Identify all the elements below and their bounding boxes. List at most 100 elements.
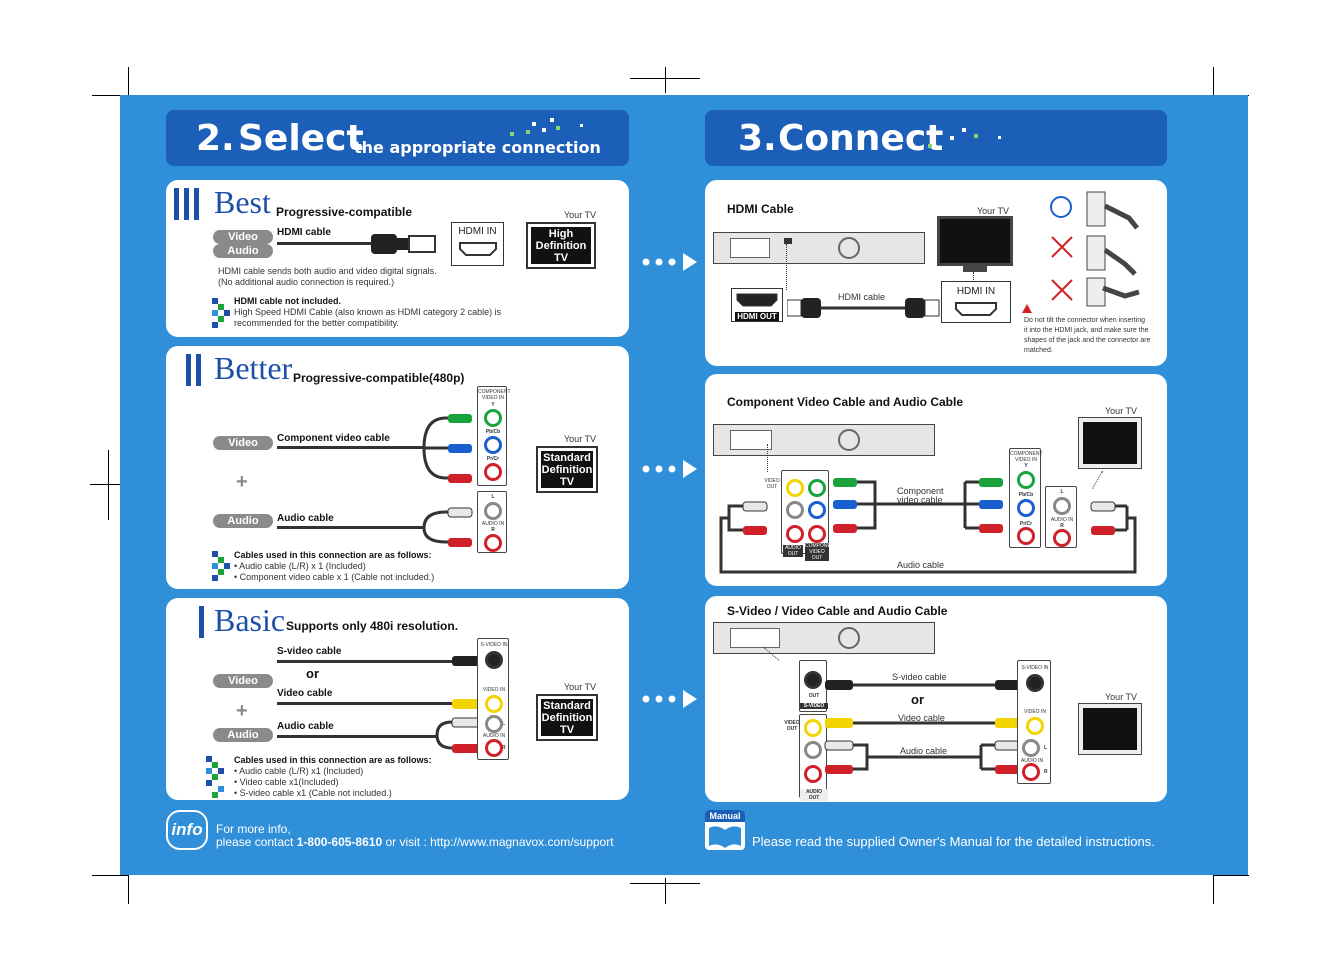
jack-label: L	[491, 494, 495, 500]
jack-label: AUDIO IN	[1050, 517, 1074, 523]
rank-bar	[186, 354, 191, 386]
player-av-panel: AUDIO OUT	[799, 714, 828, 801]
plus-sign: +	[236, 700, 248, 722]
warning-line: matched.	[1024, 347, 1053, 354]
rear-jacks	[730, 430, 772, 450]
pixel-dots-icon	[928, 128, 1001, 148]
jack-pb	[1017, 499, 1035, 517]
manual-icon-label: Manual	[705, 810, 745, 822]
cross-icon	[1051, 236, 1073, 258]
hdmi-cable-label: HDMI cable	[277, 227, 331, 238]
your-tv-label: Your TV	[1105, 406, 1138, 416]
crop-mark	[108, 450, 109, 520]
crop-mark	[630, 78, 700, 79]
crop-mark	[1213, 875, 1249, 876]
connector-diagram-icon	[1086, 191, 1140, 307]
crop-mark	[1213, 868, 1214, 904]
svideo-cables	[824, 680, 1024, 774]
video-cable-line	[277, 702, 453, 705]
warning-line: recommended for the better compatibility…	[234, 318, 399, 328]
tv-stand	[963, 266, 987, 272]
component-panel: Component Video Cable and Audio Cable Yo…	[705, 374, 1167, 586]
jack-label: R	[502, 745, 506, 751]
cable-label: HDMI cable	[838, 292, 886, 302]
your-tv-label: Your TV	[977, 206, 1010, 216]
hdmi-out-port: HDMI OUT	[731, 288, 783, 322]
jack-label: S-VIDEO IN	[1021, 665, 1049, 671]
jack-l	[484, 502, 502, 520]
jack-l	[804, 741, 822, 759]
crop-mark	[630, 883, 700, 884]
rear-jacks	[730, 238, 770, 258]
callout-line	[767, 444, 768, 472]
jack-pr	[1017, 527, 1035, 545]
page-title: Select	[238, 118, 364, 159]
step-number: 3.	[738, 118, 777, 159]
basic-panel: Basic Supports only 480i resolution. S-v…	[166, 598, 629, 800]
jack-svideo	[1026, 674, 1044, 692]
cables-title: Cables used in this connection are as fo…	[234, 755, 432, 765]
plus-sign: +	[236, 471, 248, 493]
jack-svideo	[804, 671, 822, 689]
jack-l	[1053, 497, 1071, 515]
rank-bar	[194, 188, 199, 220]
hdmi-jack-icon	[736, 293, 778, 307]
hdmi-in-label: HDMI IN	[956, 286, 996, 297]
callout-line	[973, 272, 974, 282]
hdmi-out-label: HDMI OUT	[735, 312, 779, 321]
warning-icon	[1022, 304, 1032, 313]
your-tv-label: Your TV	[564, 434, 597, 444]
jack-label: Pb/Cb	[485, 429, 501, 435]
page-title: Connect	[778, 118, 944, 159]
arrow-right-icon	[642, 690, 697, 708]
svideo-cable-label: S-video cable	[277, 646, 342, 657]
hdmi-in-port: HDMI IN	[451, 222, 504, 266]
jack-label: AUDIO OUT	[800, 789, 828, 801]
audio-pill: Audio	[213, 728, 273, 742]
jack-label: VIDEO IN	[483, 687, 505, 693]
crop-mark	[128, 868, 129, 904]
hdmi-in-label: HDMI IN	[458, 226, 497, 237]
checker-icon	[212, 551, 230, 581]
hdmi-plug-icon	[371, 234, 436, 254]
jack-label: L	[502, 721, 506, 727]
jack-label: AUDIO IN	[1020, 758, 1044, 764]
cable-label: Audio cable	[897, 560, 945, 570]
dvd-player	[713, 622, 935, 654]
jack-label: COMPONENT VIDEO IN	[1010, 451, 1043, 463]
crop-mark	[665, 67, 666, 93]
jack-l	[786, 501, 804, 519]
cable-label: video cable	[897, 495, 943, 505]
jack-l	[1022, 739, 1040, 757]
cables-item: • Audio cable (L/R) x1 (Included)	[234, 766, 364, 776]
svideo-panel: S-Video / Video Cable and Audio Cable OU…	[705, 596, 1167, 802]
jack-label: OUT	[808, 693, 820, 699]
audio-cable-line	[277, 735, 437, 738]
or-label: or	[911, 692, 924, 707]
hd-tv: High Definition TV	[526, 222, 596, 269]
dvd-player	[713, 232, 925, 264]
hdmi-jack-icon	[459, 242, 497, 256]
jack-label: Y	[1024, 463, 1028, 469]
warning-title: HDMI cable not included.	[234, 296, 342, 306]
video-pill: Video	[213, 436, 273, 450]
jack-label: VIDEO OUT	[784, 720, 800, 732]
jack-pr	[484, 463, 502, 481]
jack-label: AUDIO OUT	[783, 545, 803, 557]
section-heading: Supports only 480i resolution.	[286, 619, 459, 633]
warning-line: High Speed HDMI Cable (also known as HDM…	[234, 307, 502, 317]
right-header	[705, 110, 1167, 166]
callout-line	[786, 244, 787, 290]
tv-screen	[937, 216, 1013, 266]
jack-label: VIDEO OUT	[764, 478, 780, 490]
support-url[interactable]: or visit : http://www.magnavox.com/suppo…	[382, 835, 614, 849]
jack-label: Pb/Cb	[1018, 492, 1034, 498]
crop-mark	[90, 484, 122, 485]
or-label: or	[306, 666, 319, 681]
jack-r	[804, 765, 822, 783]
audio-cable-line	[277, 526, 423, 529]
jack-label: COMPONENT VIDEO IN	[478, 389, 511, 401]
info-line-2: please contact 1-800-605-8610 or visit :…	[216, 835, 614, 849]
jack-label: AUDIO IN	[482, 733, 506, 739]
crop-mark	[128, 67, 129, 103]
